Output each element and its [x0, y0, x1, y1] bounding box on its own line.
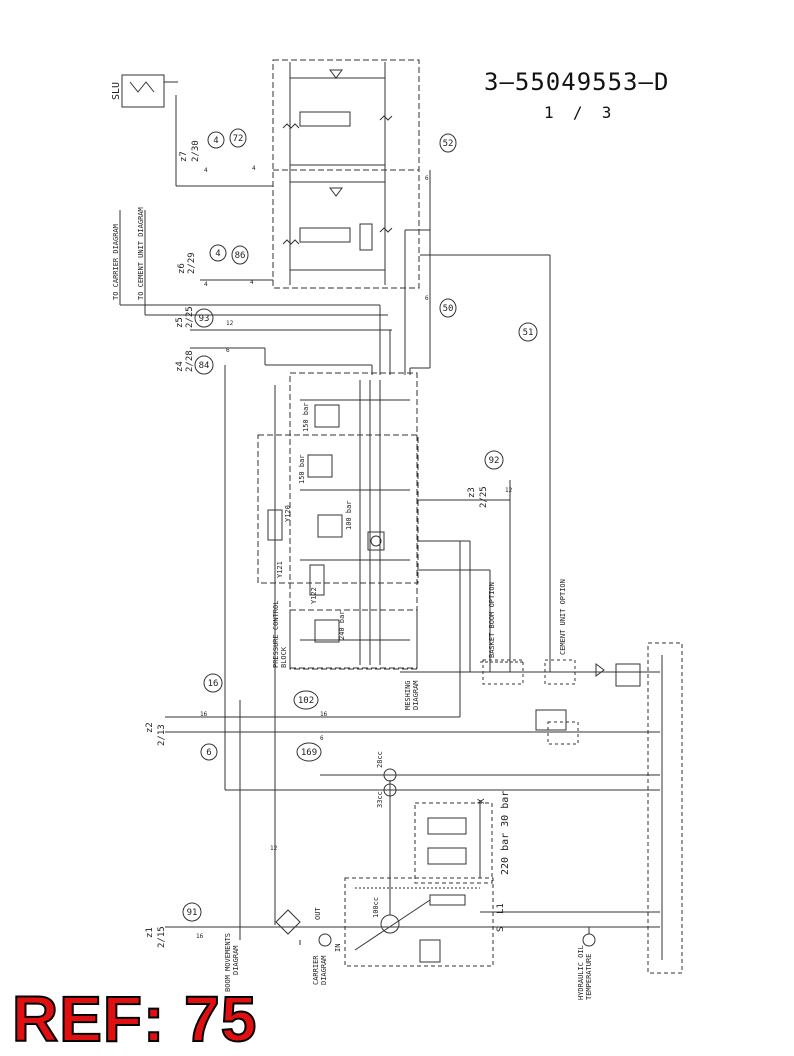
hose-93: 93 [199, 314, 210, 324]
size-label: 16 [320, 711, 328, 718]
ref-label: REF: 75 [11, 982, 258, 1056]
block-label: BLOCK [280, 646, 288, 668]
basket-boom-label: BASKET BOOM OPTION [488, 582, 496, 658]
top-valve-block [272, 59, 420, 289]
pressure-control-label: PRESSURE CONTROL [272, 601, 280, 668]
zone-z1-ref: 2/15 [157, 926, 167, 948]
slu-label: SLU [111, 82, 122, 100]
hose-102: 102 [298, 696, 314, 706]
zone-z5-ref: 2/25 [185, 306, 195, 328]
cc100-label: 100cc [372, 897, 380, 918]
zone-z7-ref: 2/30 [191, 140, 201, 162]
temperature-label: TEMPERATURE [585, 954, 593, 1000]
zone-z6-ref: 2/29 [187, 252, 197, 274]
hose-169: 169 [301, 748, 317, 758]
hose-16: 16 [208, 679, 219, 689]
out-label: OUT [314, 907, 322, 920]
bar-150-label: 150 bar [302, 402, 310, 432]
line-size-labels: 4 4 4 4 12 6 6 6 12 16 16 6 12 16 [196, 165, 513, 940]
hose-4a: 4 [213, 136, 218, 146]
hose-91: 91 [187, 908, 198, 918]
bar-150-label-2: 150 bar [298, 454, 306, 484]
l1-label: L1 [496, 903, 506, 914]
carrier-label: CARRIER [312, 955, 320, 985]
diagram-label: DIAGRAM [320, 955, 328, 985]
hose-72: 72 [233, 134, 244, 144]
to-carrier-label: TO CARRIER DIAGRAM [112, 224, 120, 300]
hose-tag-labels: 4 72 52 4 86 50 93 84 51 92 16 6 102 169… [187, 134, 534, 918]
zone-z3: z3 [467, 487, 477, 498]
zone-references: z7 2/30 z6 2/29 z5 2/25 z4 2/28 z3 2/25 … [145, 140, 489, 948]
y120-label: Y120 [284, 505, 292, 522]
pressure-220-30-label: 220 bar 30 bar [500, 791, 511, 875]
zone-z5: z5 [175, 317, 185, 328]
cc28-label: 28cc [376, 751, 384, 768]
hose-86: 86 [235, 251, 246, 261]
hose-6: 6 [206, 748, 211, 758]
hose-51: 51 [523, 328, 534, 338]
hose-92: 92 [489, 456, 500, 466]
size-label: 6 [226, 347, 230, 354]
cc33-label: 33cc [376, 791, 384, 808]
hose-4b: 4 [215, 249, 220, 259]
pump-valve-block [414, 802, 493, 884]
to-cement-label: TO CEMENT UNIT DIAGRAM [137, 207, 145, 300]
size-label: 16 [196, 933, 204, 940]
in-label: IN [334, 944, 342, 952]
size-label: 6 [320, 735, 324, 742]
s-label: S [496, 927, 506, 932]
zone-z6: z6 [177, 263, 187, 274]
size-label: 6 [425, 175, 429, 182]
size-label: 4 [204, 281, 208, 288]
size-label: 12 [226, 320, 234, 327]
hose-tags [182, 128, 538, 922]
zone-z3-ref: 2/25 [479, 486, 489, 508]
document-number: 3—55049553—D [484, 68, 670, 96]
diagram-label: DIAGRAM [232, 945, 240, 975]
size-label: 16 [200, 711, 208, 718]
zone-z4: z4 [175, 361, 185, 372]
x-label: X [477, 798, 487, 804]
hydraulic-oil-label: HYDRAULIC OIL [577, 945, 585, 1000]
zone-z2: z2 [145, 722, 155, 733]
pressure-control-block [289, 372, 418, 670]
size-label: 6 [425, 295, 429, 302]
bar-240-label: 240 bar [338, 610, 346, 640]
sheet-number: 1 / 3 [544, 103, 612, 122]
meshing-label: MESHING [404, 680, 412, 710]
hose-84: 84 [199, 361, 210, 371]
zone-z2-ref: 2/13 [157, 724, 167, 746]
zone-z4-ref: 2/28 [185, 350, 195, 372]
size-label: 4 [250, 279, 254, 286]
y122-label: Y122 [310, 587, 318, 604]
size-label: 4 [204, 167, 208, 174]
diagram-labels: SLU TO CARRIER DIAGRAM TO CEMENT UNIT DI… [111, 82, 593, 1000]
size-label: 12 [270, 845, 278, 852]
hose-50: 50 [443, 304, 454, 314]
zone-z7: z7 [179, 151, 189, 162]
boom-movements-label: BOOM MOVEMENTS [224, 933, 232, 992]
bar-100-label: 100 bar [345, 500, 353, 530]
diagram-label: DIAGRAM [412, 680, 420, 710]
size-label: 12 [505, 487, 513, 494]
zone-z1: z1 [145, 927, 155, 938]
cement-unit-option-label: CEMENT UNIT OPTION [559, 579, 567, 655]
y121-label: Y121 [276, 561, 284, 578]
size-label: 4 [252, 165, 256, 172]
hose-52: 52 [443, 139, 454, 149]
